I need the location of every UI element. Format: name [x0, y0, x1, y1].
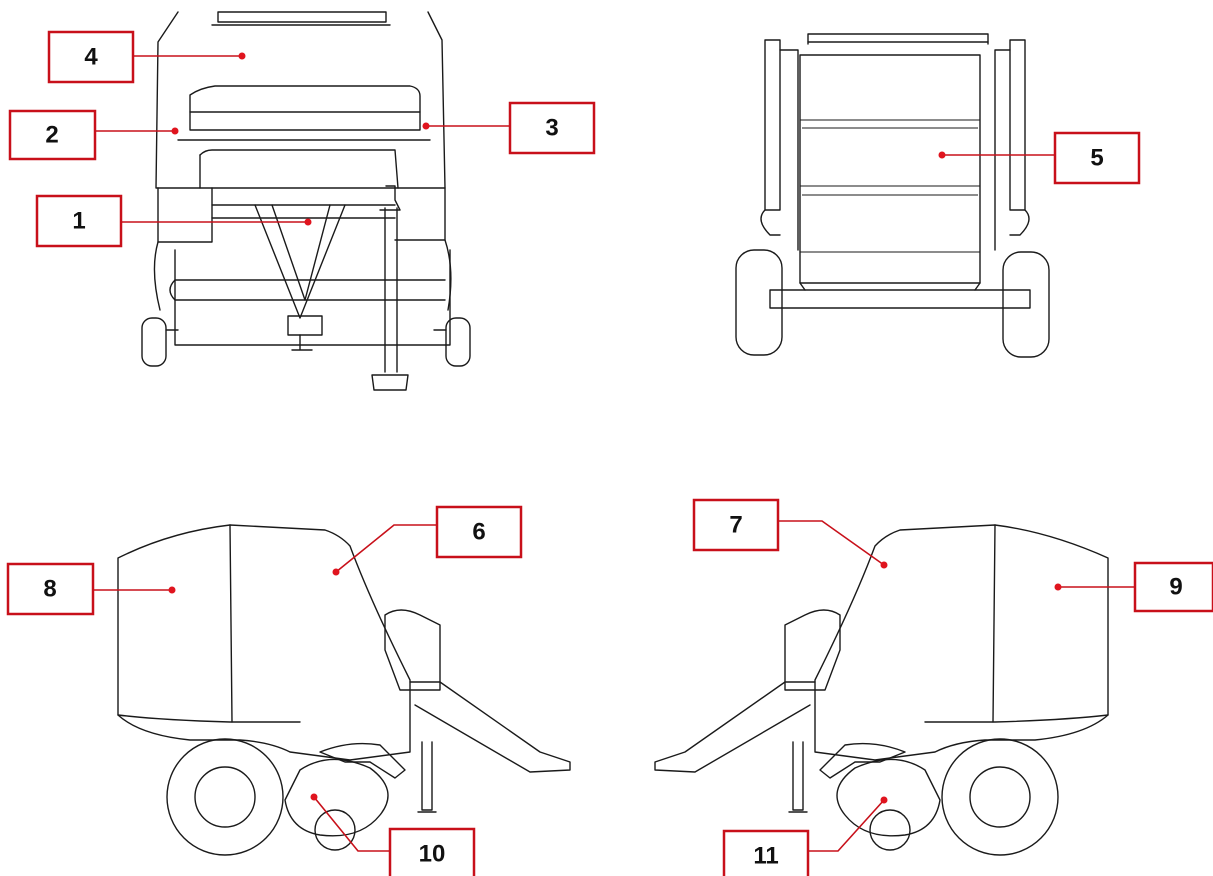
callout-5: 5 [938, 131, 1141, 185]
callout-3: 3 [422, 101, 596, 155]
callout-1-label: 1 [72, 208, 85, 235]
callout-8-marker [168, 586, 176, 594]
callout-6-marker [332, 568, 340, 576]
callout-11-label: 11 [753, 843, 778, 870]
callout-8: 8 [6, 562, 176, 616]
callout-6: 6 [332, 505, 523, 576]
right-side-view-drawing [654, 524, 1109, 856]
callout-4-marker [238, 52, 246, 60]
callout-2-marker [171, 127, 179, 135]
callout-9-marker [1054, 583, 1062, 591]
rear-view-drawing [735, 33, 1050, 358]
left-side-view-drawing [117, 524, 571, 856]
callout-1: 1 [35, 194, 312, 248]
callout-1-marker [304, 218, 312, 226]
callout-11: 11 [722, 796, 888, 876]
callout-8-label: 8 [43, 576, 56, 603]
callout-10: 10 [310, 793, 476, 876]
callout-10-marker [310, 793, 318, 801]
callout-5-label: 5 [1090, 145, 1103, 172]
callout-9-label: 9 [1169, 574, 1182, 601]
callout-7-marker [880, 561, 888, 569]
callout-6-label: 6 [472, 519, 485, 546]
callout-10-label: 10 [419, 841, 446, 868]
callout-2: 2 [8, 109, 179, 161]
callout-11-marker [880, 796, 888, 804]
callout-4-label: 4 [84, 44, 98, 71]
callout-9: 9 [1054, 561, 1213, 613]
callout-3-marker [422, 122, 430, 130]
callout-4: 4 [47, 30, 246, 84]
callout-7-label: 7 [729, 512, 742, 539]
callout-2-label: 2 [45, 122, 58, 149]
callout-7: 7 [692, 498, 888, 569]
callout-3-label: 3 [545, 115, 558, 142]
callout-5-marker [938, 151, 946, 159]
front-view-drawing [141, 11, 471, 391]
